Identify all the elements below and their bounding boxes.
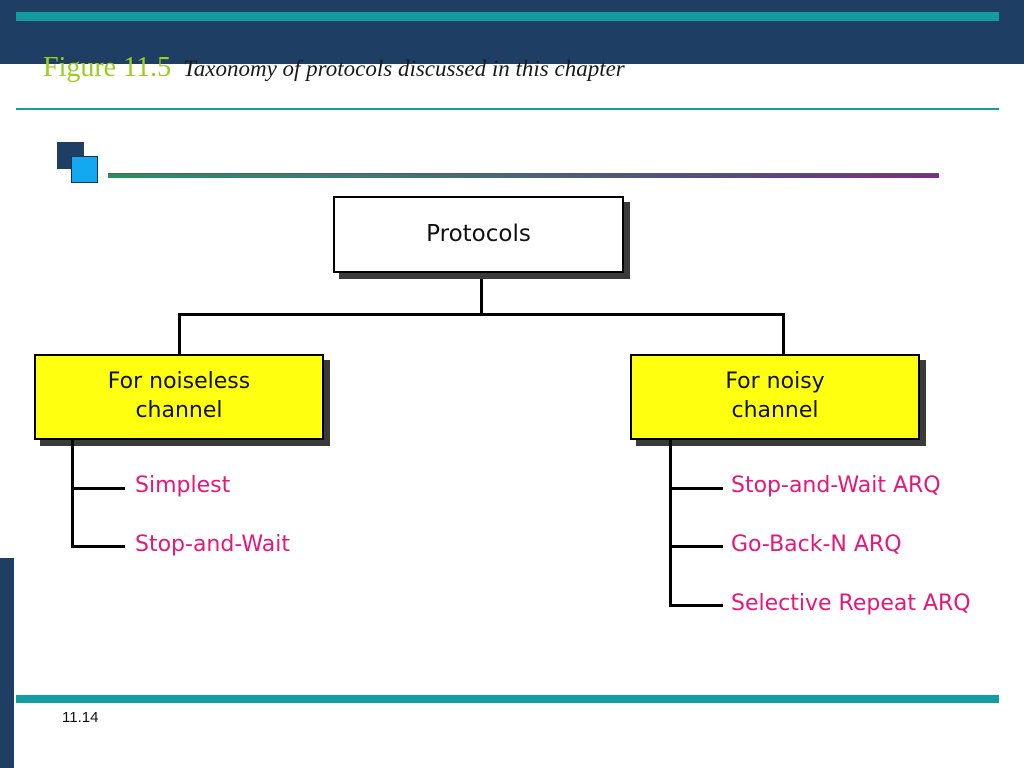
noisy-tree-vertical [669, 440, 672, 607]
noisy-leaf-connector-2 [669, 545, 723, 548]
left-branch-connector [178, 313, 181, 354]
leaf-stop-and-wait-arq: Stop-and-Wait ARQ [731, 473, 941, 498]
branch-connector-horizontal [178, 313, 785, 316]
noisy-leaf-connector-3 [669, 604, 723, 607]
page-number: 11.14 [62, 709, 99, 726]
noiseless-leaf-connector-1 [71, 487, 125, 490]
noiseless-channel-node: For noiseless channel [34, 354, 324, 440]
noiseless-node-label-line1: For noiseless [107, 369, 251, 395]
leaf-selective-repeat-arq: Selective Repeat ARQ [731, 591, 971, 616]
noisy-node-label-line2: channel [731, 398, 819, 423]
left-accent-bar [0, 558, 14, 768]
leaf-simplest: Simplest [135, 473, 231, 498]
noisy-leaf-connector-1 [669, 487, 723, 490]
title-underline [16, 108, 999, 110]
figure-label: Figure 11.5 [43, 52, 172, 83]
leaf-go-back-n-arq: Go-Back-N ARQ [731, 532, 902, 557]
decorative-square-light [71, 156, 98, 183]
figure-caption: Taxonomy of protocols discussed in this … [183, 56, 625, 81]
footer-accent-stripe [16, 695, 999, 703]
decorative-gradient-line [108, 173, 939, 178]
noisy-node-label-line1: For noisy [725, 369, 825, 395]
noisy-channel-node: For noisy channel [630, 354, 920, 440]
right-branch-connector [782, 313, 785, 354]
noiseless-leaf-connector-2 [71, 545, 125, 548]
root-connector-vertical [480, 273, 483, 315]
protocols-node: Protocols [333, 196, 624, 273]
header-accent-stripe [16, 12, 999, 21]
slide-title: Figure 11.5 Taxonomy of protocols discuss… [43, 52, 625, 84]
leaf-stop-and-wait: Stop-and-Wait [135, 532, 290, 557]
noiseless-tree-vertical [71, 440, 74, 548]
protocols-node-label: Protocols [426, 220, 531, 247]
top-header-bar [0, 0, 1024, 64]
noiseless-node-label-line2: channel [135, 398, 223, 423]
